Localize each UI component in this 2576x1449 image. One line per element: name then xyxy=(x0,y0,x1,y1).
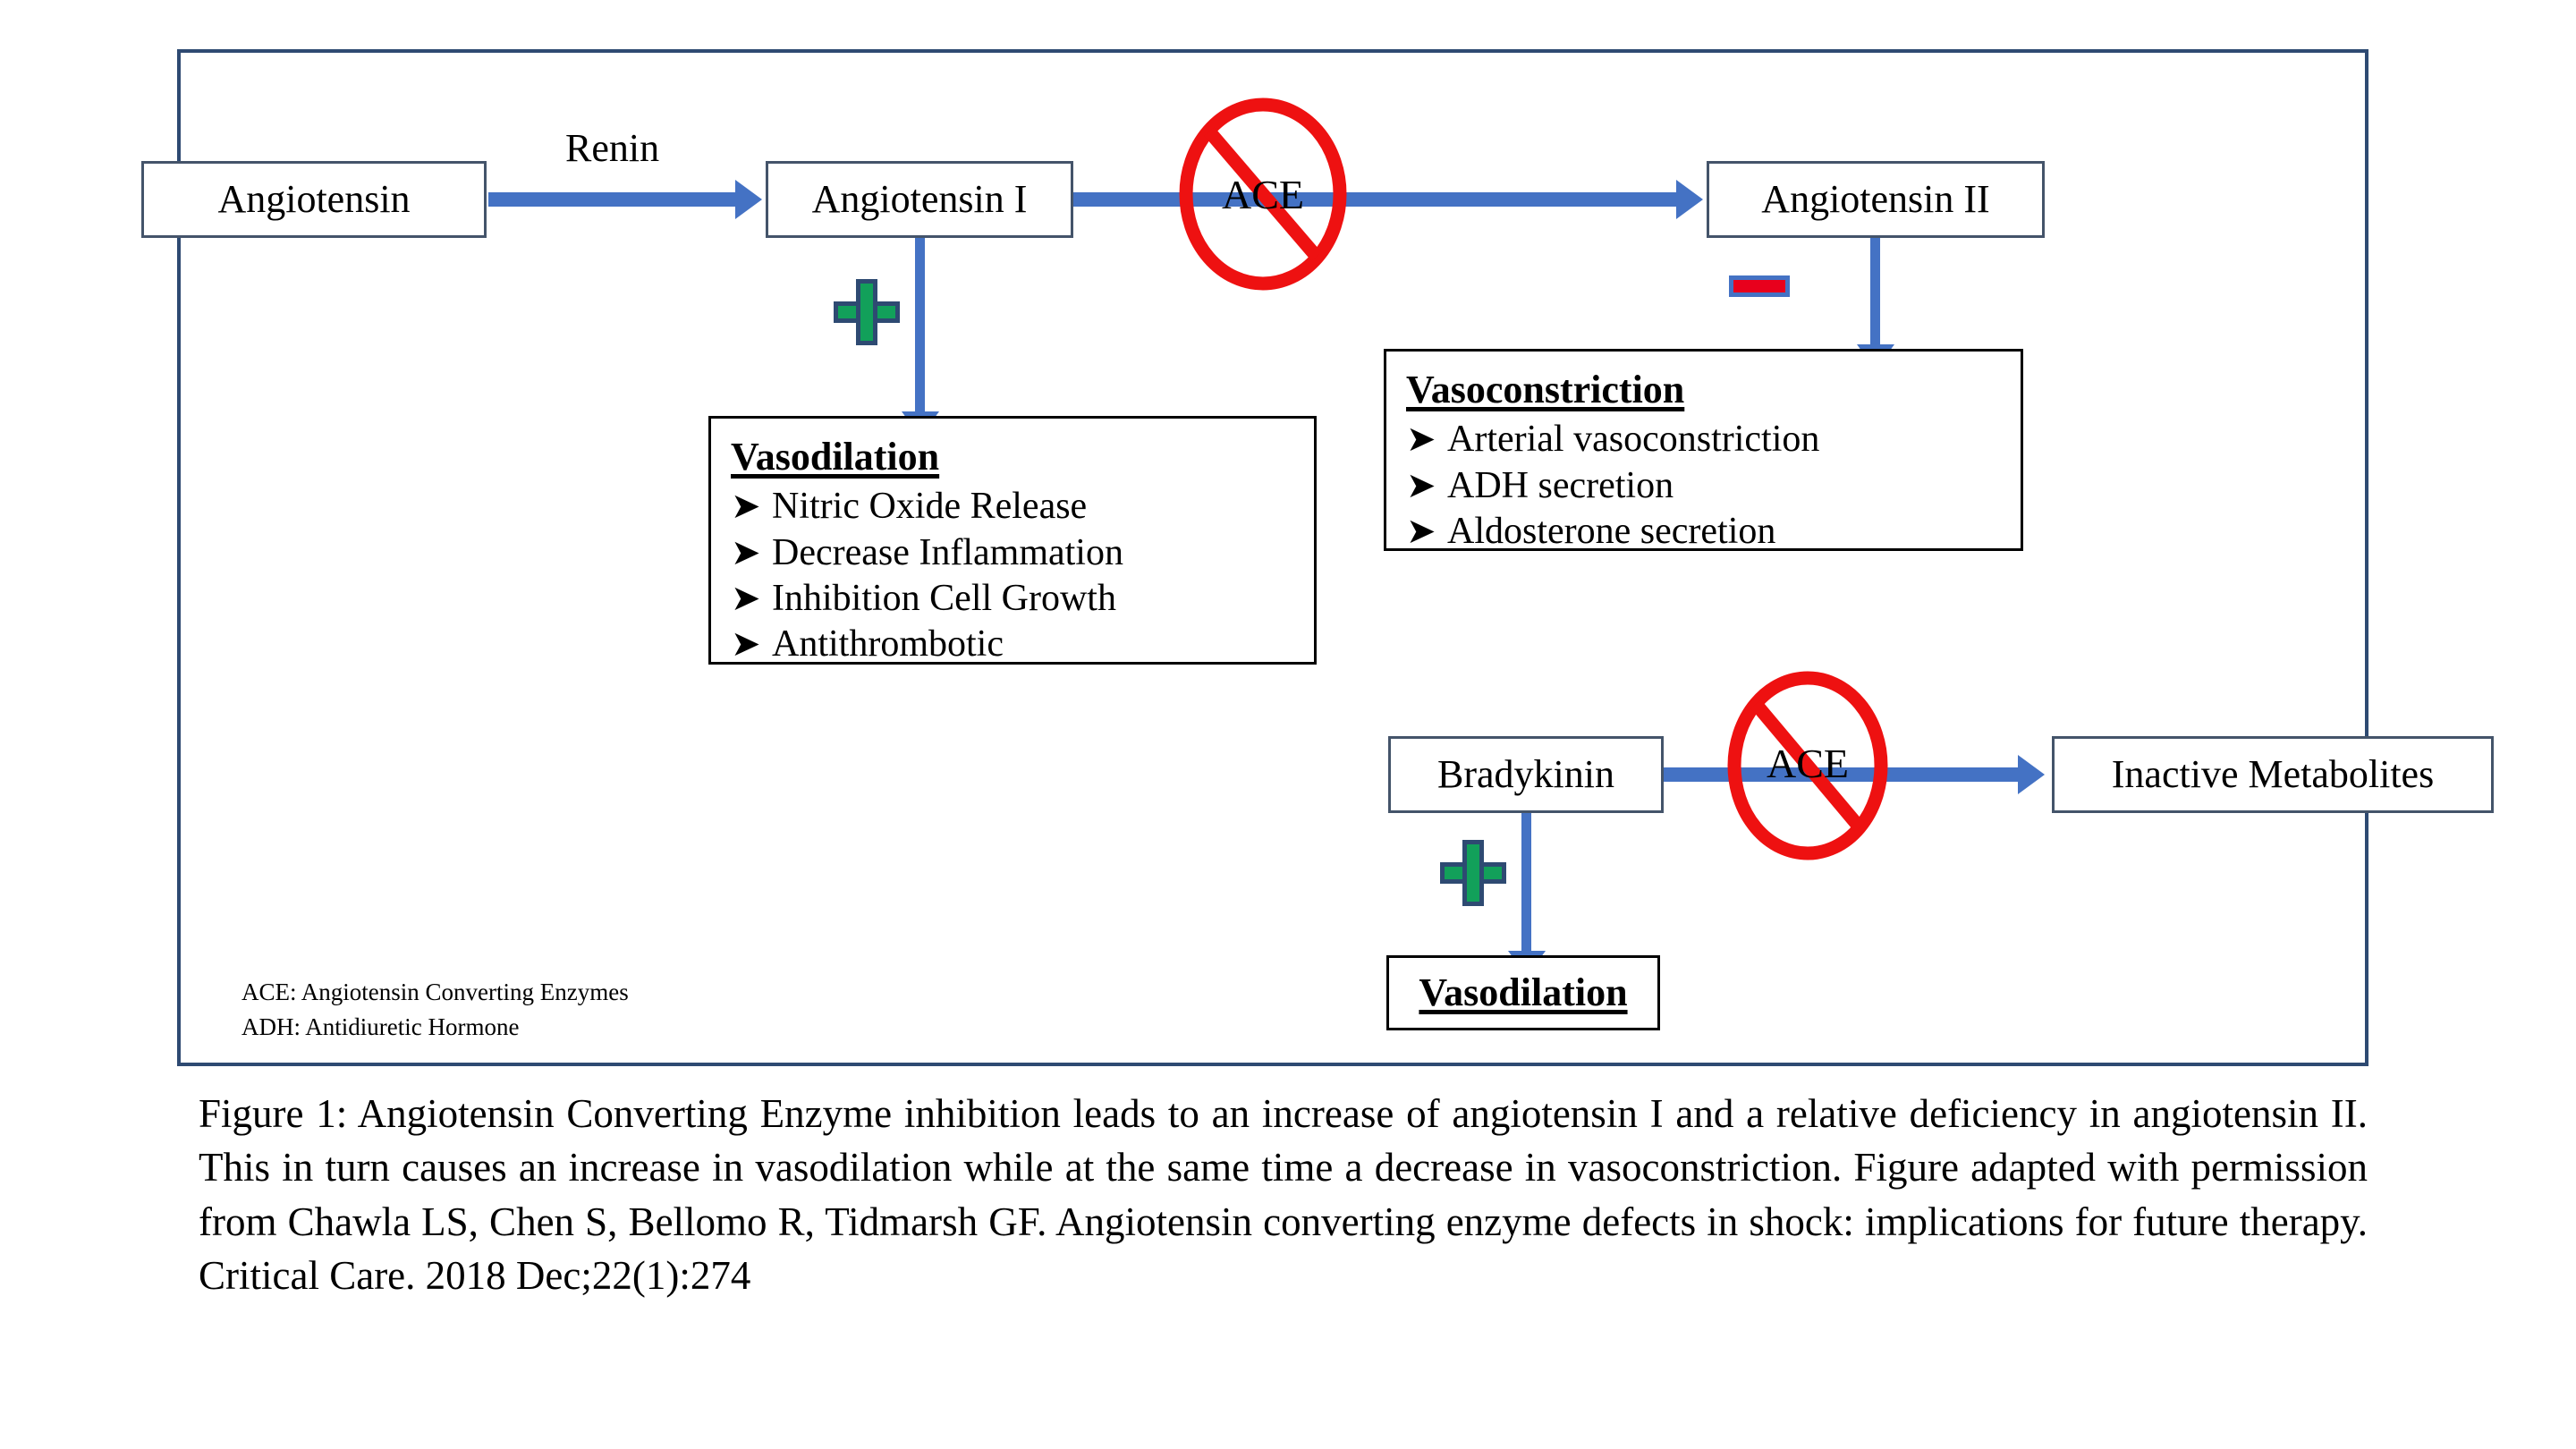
arrow-angiotensin-ii-to-vasoconstriction xyxy=(1856,238,1894,370)
list-item-label: Aldosterone secretion xyxy=(1447,510,1776,552)
arrow-bullet-icon: ➤ xyxy=(731,531,761,572)
arrow-bullet-icon: ➤ xyxy=(731,486,761,527)
ace-badge-label-bottom: ACE xyxy=(1767,741,1849,786)
list-item-label: Nitric Oxide Release xyxy=(772,486,1088,528)
legend-line-ace: ACE: Angiotensin Converting Enzymes xyxy=(242,979,629,1005)
node-angiotensin-i-label: Angiotensin I xyxy=(811,177,1028,221)
arrow-angiotensin-i-to-angiotensin-ii xyxy=(1073,180,1703,219)
arrow-angiotensin-i-to-vasodilation xyxy=(901,238,939,437)
no-entry-icon xyxy=(1179,97,1347,291)
list-item-label: ADH secretion xyxy=(1447,464,1674,506)
vasodilation-box-title: Vasodilation xyxy=(731,435,940,479)
ace-badge-label-top: ACE xyxy=(1222,172,1304,217)
arrowhead-icon xyxy=(2018,755,2045,794)
node-angiotensin-ii: Angiotensin II xyxy=(1707,161,2045,238)
vasodilation-item-list: ➤ Nitric Oxide Release ➤ Decrease Inflam… xyxy=(731,484,1294,667)
vasoconstriction-box: Vasoconstriction ➤ Arterial vasoconstric… xyxy=(1384,349,2023,552)
arrow-bullet-icon: ➤ xyxy=(1406,464,1436,505)
list-item: ➤ Inhibition Cell Growth xyxy=(731,576,1294,622)
plus-vertical-bar xyxy=(856,279,877,345)
list-item-label: Antithrombotic xyxy=(772,623,1004,665)
node-inactive-metabolites-label: Inactive Metabolites xyxy=(2111,752,2435,796)
arrow-angiotensin-to-angiotensin-i xyxy=(488,180,762,219)
arrow-bullet-icon: ➤ xyxy=(731,577,761,618)
vasodilation-small-box: Vasodilation xyxy=(1386,955,1660,1030)
arrow-bullet-icon: ➤ xyxy=(1406,419,1436,460)
plus-vertical-bar xyxy=(1462,840,1484,906)
vasoconstriction-item-list: ➤ Arterial vasoconstriction ➤ ADH secret… xyxy=(1406,417,2001,555)
abbreviation-legend: ACE: Angiotensin Converting Enzymes ADH:… xyxy=(242,975,629,1045)
arrow-bradykinin-to-inactive-metabolites xyxy=(1664,755,2045,794)
ace-inhibition-badge-top: ACE xyxy=(1174,96,1352,292)
minus-sign-angiotensin-ii xyxy=(1729,275,1790,297)
arrowhead-icon xyxy=(735,180,762,219)
list-item-label: Inhibition Cell Growth xyxy=(772,577,1116,619)
node-angiotensin-label: Angiotensin xyxy=(217,177,411,221)
legend-line-adh: ADH: Antidiuretic Hormone xyxy=(242,1013,520,1041)
list-item-label: Arterial vasoconstriction xyxy=(1447,419,1820,461)
list-item: ➤ Antithrombotic xyxy=(731,622,1294,667)
arrowhead-icon xyxy=(1676,180,1703,219)
list-item: ➤ Decrease Inflammation xyxy=(731,530,1294,576)
ace-inhibition-badge-bottom: ACE xyxy=(1723,670,1893,862)
node-bradykinin: Bradykinin xyxy=(1388,736,1664,813)
vasoconstriction-box-title: Vasoconstriction xyxy=(1406,368,1685,411)
list-item: ➤ Nitric Oxide Release xyxy=(731,484,1294,530)
list-item: ➤ Aldosterone secretion xyxy=(1406,509,2001,555)
arrow-bullet-icon: ➤ xyxy=(1406,510,1436,551)
plus-sign-bradykinin xyxy=(1440,840,1506,906)
figure-caption: Figure 1: Angiotensin Converting Enzyme … xyxy=(199,1091,2368,1298)
vasodilation-small-box-label: Vasodilation xyxy=(1419,970,1628,1014)
node-bradykinin-label: Bradykinin xyxy=(1437,752,1614,796)
node-angiotensin-ii-label: Angiotensin II xyxy=(1761,177,1990,221)
plus-sign-angiotensin-i xyxy=(834,279,900,345)
arrow-bullet-icon: ➤ xyxy=(731,623,761,664)
node-angiotensin: Angiotensin xyxy=(141,161,487,238)
no-entry-icon xyxy=(1727,671,1888,860)
edge-label-renin: Renin xyxy=(565,126,660,170)
node-angiotensin-i: Angiotensin I xyxy=(766,161,1073,238)
list-item: ➤ Arterial vasoconstriction xyxy=(1406,417,2001,462)
vasodilation-box: Vasodilation ➤ Nitric Oxide Release ➤ De… xyxy=(708,416,1317,665)
figure-frame: Angiotensin Renin Angiotensin I ACE Angi… xyxy=(141,49,2494,1066)
node-inactive-metabolites: Inactive Metabolites xyxy=(2052,736,2494,813)
list-item-label: Decrease Inflammation xyxy=(772,531,1123,573)
list-item: ➤ ADH secretion xyxy=(1406,463,2001,509)
arrow-bradykinin-to-vasodilation xyxy=(1507,813,1546,977)
